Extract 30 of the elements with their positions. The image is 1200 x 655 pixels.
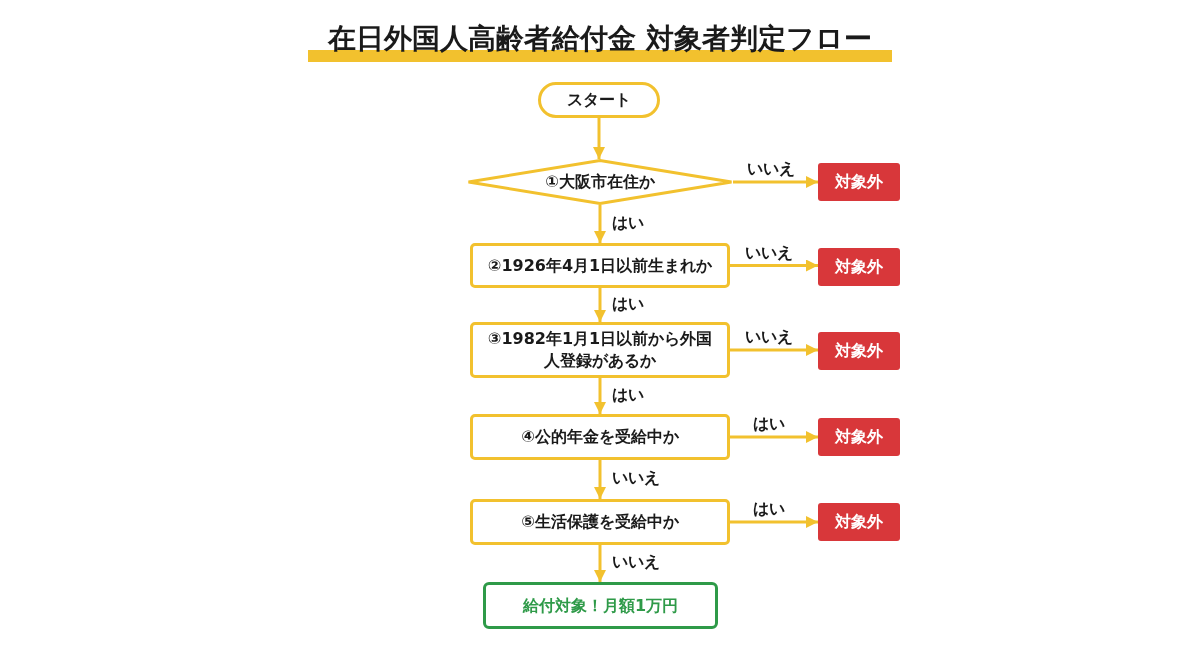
arrow (594, 460, 606, 499)
edge-label: いいえ (743, 327, 795, 347)
title: 在日外国人高齢者給付金 対象者判定フロー (326, 22, 873, 56)
arrow (733, 176, 818, 188)
arrow (730, 259, 818, 272)
process-box: ②1926年4月1日以前生まれか (470, 243, 730, 288)
edge-label: はい (751, 499, 787, 519)
result-box: 対象外 (818, 332, 900, 370)
arrow (730, 344, 818, 356)
process-box: ③1982年1月1日以前から外国人登録があるか (470, 322, 730, 378)
process-box: ⑤生活保護を受給中か (470, 499, 730, 545)
edge-label: はい (751, 414, 787, 434)
arrow (594, 378, 606, 414)
result-box: 対象外 (818, 503, 900, 541)
result-box: 対象外 (818, 248, 900, 286)
arrow (594, 288, 606, 322)
edge-label: いいえ (743, 242, 795, 262)
arrow (730, 516, 818, 528)
arrow (593, 118, 605, 159)
result-box: 対象外 (818, 418, 900, 456)
start-terminal: スタート (538, 82, 660, 118)
arrow (594, 545, 606, 582)
result-box: 対象外 (818, 163, 900, 201)
process-box: ④公的年金を受給中か (470, 414, 730, 460)
edge-label: いいえ (610, 468, 662, 488)
arrow (730, 431, 818, 443)
result-box: 給付対象！月額1万円 (483, 582, 718, 629)
arrow (594, 205, 606, 243)
decision-diamond: ①大阪市在住か (467, 159, 733, 205)
edge-label: いいえ (610, 552, 662, 572)
